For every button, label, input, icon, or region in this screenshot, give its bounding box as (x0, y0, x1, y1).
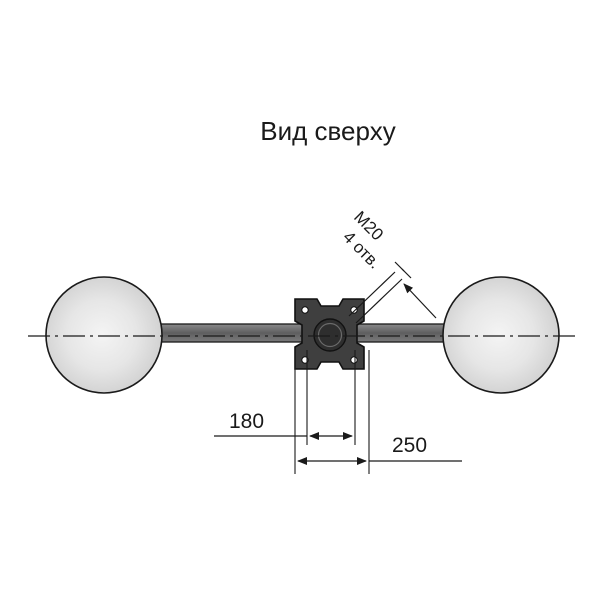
dimension-inner-label: 180 (229, 410, 264, 433)
bolt-hole-top-left (301, 306, 309, 314)
central-hub (294, 298, 365, 370)
right-sphere (442, 276, 560, 394)
bolt-hole-top-right (350, 306, 358, 314)
extension-lines (294, 350, 370, 474)
bolt-hole-bottom-right (350, 356, 358, 364)
dimension-outer-label: 250 (392, 434, 427, 457)
view-title: Вид сверху (260, 116, 395, 146)
left-sphere (45, 276, 163, 394)
callout-leader (348, 261, 437, 324)
